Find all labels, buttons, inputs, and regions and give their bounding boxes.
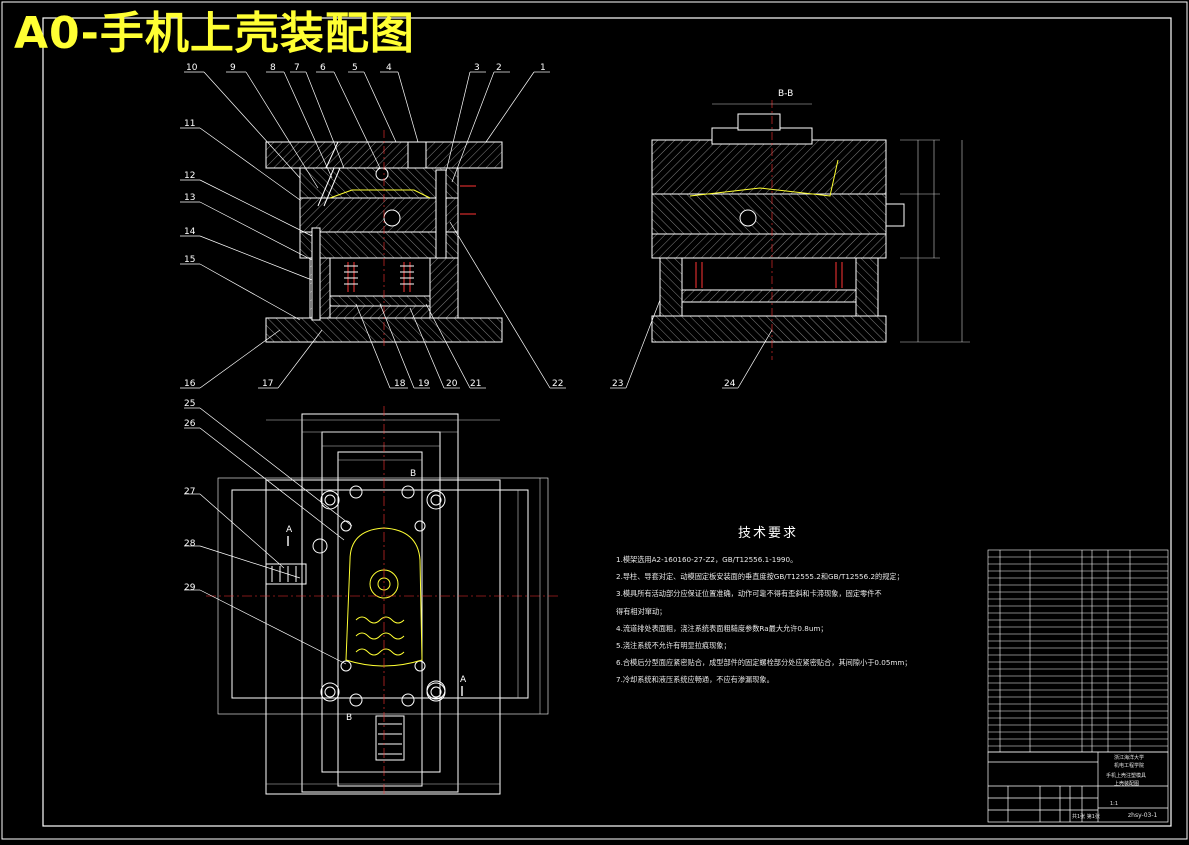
- tech-item: 6.合模后分型面应紧密贴合，成型部件的固定螺栓部分处应紧密贴合，其间隙小于0.0…: [616, 658, 912, 668]
- part-label-29: 29: [184, 583, 196, 593]
- part-label-13: 13: [184, 193, 195, 203]
- part-label-12: 12: [184, 171, 195, 181]
- part-label-4: 4: [386, 63, 392, 73]
- part-label-11: 11: [184, 119, 195, 129]
- part-label-9: 9: [230, 63, 236, 73]
- part-label-15: 15: [184, 255, 195, 265]
- part-label-16: 16: [184, 379, 196, 389]
- leader-lines-plan: [184, 407, 353, 665]
- part-label-22: 22: [552, 379, 563, 389]
- technical-requirements: 技术要求 1.模架选用A2-160160-27-Z2，GB/T12556.1-1…: [616, 522, 986, 689]
- view-marker-a-right: A: [460, 675, 467, 685]
- part-label-23: 23: [612, 379, 623, 389]
- tb-drawing-no: zhsy-03-1: [1128, 812, 1158, 819]
- tech-heading: 技术要求: [738, 526, 799, 541]
- tb-drawing-name: 手机上壳注塑模具: [1106, 773, 1147, 779]
- front-section-view: [265, 130, 503, 348]
- part-label-14: 14: [184, 227, 196, 237]
- tech-item: 2.导柱、导套对定、动模固定板安装面的垂直度按GB/T12555.2和GB/T1…: [616, 572, 904, 582]
- part-label-5: 5: [352, 63, 358, 73]
- part-label-19: 19: [418, 379, 430, 389]
- plan-view: [206, 406, 560, 796]
- tech-item: 4.流道排处表面粗，浇注系统表面粗糙度参数Ra最大允许0.8um；: [616, 623, 828, 633]
- leader-lines-bb: [610, 299, 773, 389]
- part-label-8: 8: [270, 63, 276, 73]
- part-label-25: 25: [184, 399, 195, 409]
- part-label-3: 3: [474, 63, 480, 73]
- view-marker-a-left: A: [286, 525, 293, 535]
- part-label-2: 2: [496, 63, 502, 73]
- tb-drawing-sub: 上壳装配图: [1114, 781, 1140, 787]
- bill-of-materials: [987, 549, 1169, 753]
- part-label-26: 26: [184, 419, 196, 429]
- tech-item: 得有相对窜动；: [616, 606, 667, 616]
- section-title-bb: B-B: [778, 89, 793, 99]
- tech-item: 5.浇注系统不允许有明显拉痕现象；: [616, 641, 731, 651]
- tech-item: 3.模具所有活动部分应保证位置准确，动作可靠不得有歪斜和卡滞现象，固定零件不: [616, 589, 882, 599]
- part-label-28: 28: [184, 539, 196, 549]
- view-marker-b-top: B: [410, 469, 416, 479]
- part-label-6: 6: [320, 63, 326, 73]
- drawing-title: A0-手机上壳装配图: [14, 8, 415, 59]
- part-label-7: 7: [294, 63, 300, 73]
- tb-scale: 1:1: [1110, 801, 1119, 807]
- tb-dept: 机电工程学院: [1114, 763, 1145, 769]
- part-label-17: 17: [262, 379, 273, 389]
- part-label-1: 1: [540, 63, 546, 73]
- tb-sheet: 共1张 第1张: [1072, 814, 1100, 820]
- tb-school: 浙江海洋大学: [1114, 755, 1145, 761]
- view-marker-b-bottom: B: [346, 713, 352, 723]
- leader-lines-front: [180, 71, 566, 389]
- part-label-10: 10: [186, 63, 198, 73]
- title-block: [987, 751, 1169, 823]
- part-label-24: 24: [724, 379, 736, 389]
- part-label-20: 20: [446, 379, 458, 389]
- part-label-18: 18: [394, 379, 406, 389]
- tech-item: 7.冷却系统和液压系统应畅通，不应有渗漏现象。: [616, 675, 774, 685]
- inner-frame: [42, 17, 1172, 827]
- part-label-27: 27: [184, 487, 195, 497]
- section-bb-view: [651, 100, 970, 360]
- part-label-21: 21: [470, 379, 481, 389]
- tech-item: 1.模架选用A2-160160-27-Z2，GB/T12556.1-1990。: [616, 555, 798, 564]
